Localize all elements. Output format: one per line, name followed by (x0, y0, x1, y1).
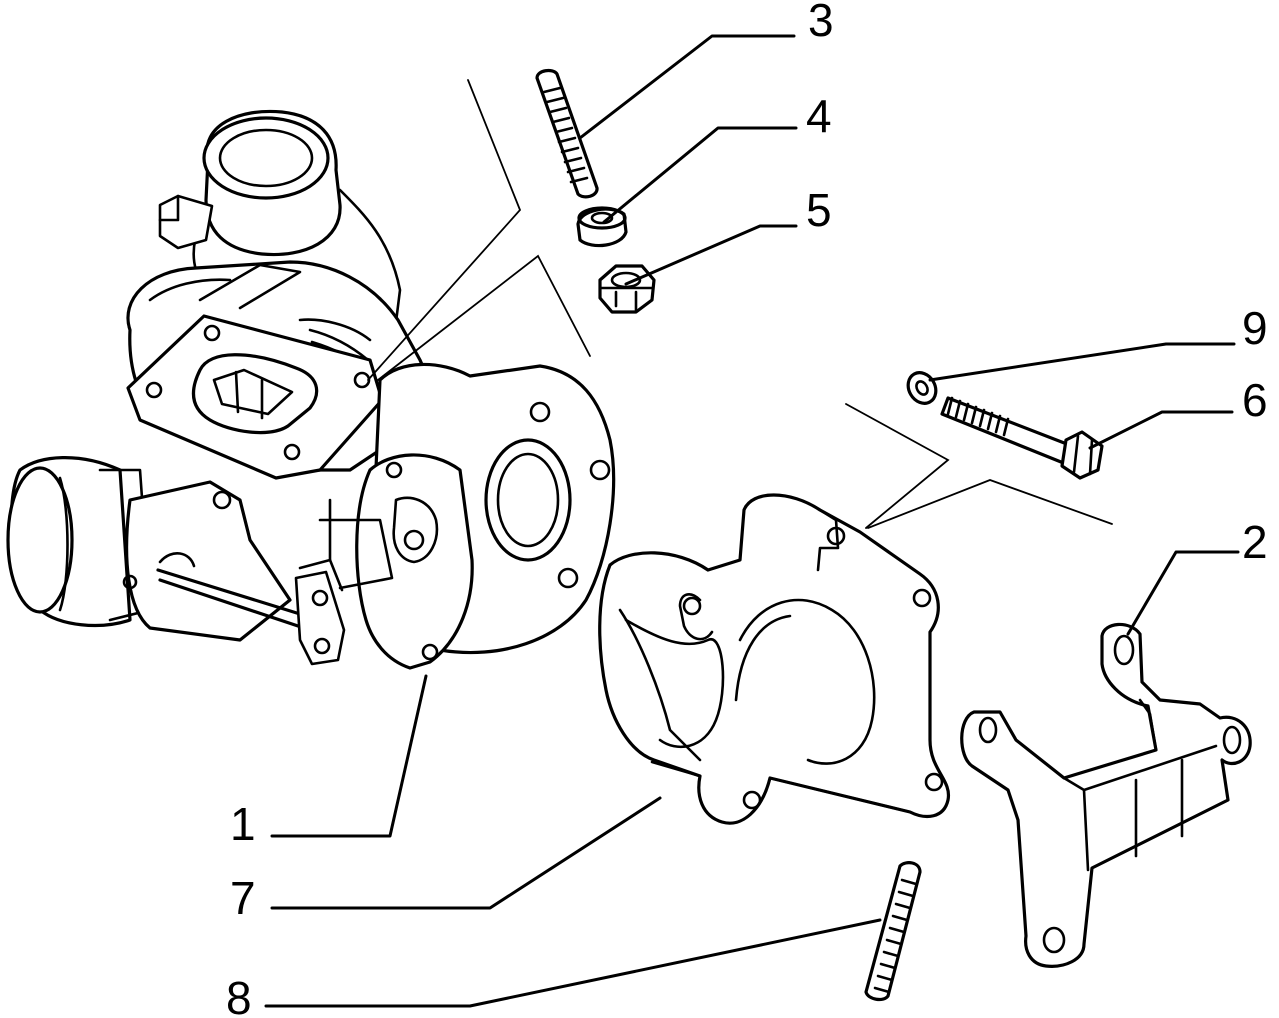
leader-8 (264, 918, 882, 1008)
callout-9: 9 (1242, 302, 1268, 354)
callout-3: 3 (808, 0, 834, 46)
callout-5: 5 (806, 184, 832, 236)
leader-lines (264, 34, 1240, 1008)
callout-8: 8 (226, 972, 252, 1018)
callout-2: 2 (1242, 516, 1268, 568)
part-1-turbocharger (6, 109, 616, 670)
part-8-stud (864, 861, 922, 1002)
leader-2 (1126, 550, 1240, 636)
part-2-bracket (960, 622, 1252, 968)
part-6-bolt (940, 396, 1104, 480)
callout-1: 1 (230, 798, 256, 850)
callout-7: 7 (230, 872, 256, 924)
part-9-washer (906, 371, 938, 405)
callout-numbers: 3 4 5 9 6 2 1 7 8 (226, 0, 1268, 1018)
callout-6: 6 (1242, 374, 1268, 426)
leader-5 (624, 224, 798, 286)
leader-3 (578, 34, 796, 140)
leader-6 (1088, 410, 1234, 450)
leader-9 (928, 342, 1236, 382)
part-3-stud (535, 68, 599, 199)
assembly-guide-lines (367, 79, 1113, 529)
leader-7 (270, 796, 662, 910)
leader-1 (270, 674, 428, 838)
part-7-outlet-elbow (598, 493, 951, 825)
leader-4 (602, 126, 798, 224)
part-4-washer (576, 206, 628, 248)
part-5-nut (598, 264, 656, 314)
callout-4: 4 (806, 90, 832, 142)
